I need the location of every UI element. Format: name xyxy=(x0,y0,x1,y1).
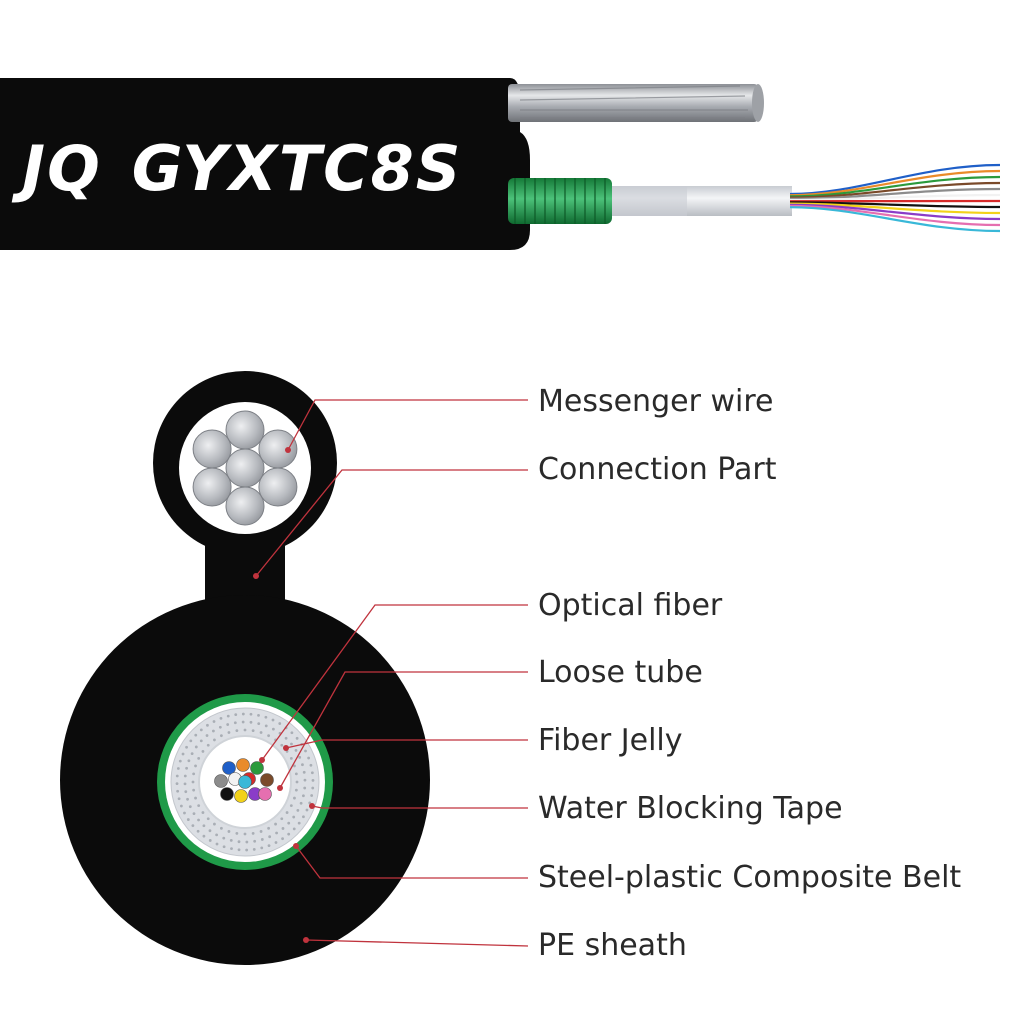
messenger-strand xyxy=(225,410,265,450)
fiber-strand-side xyxy=(789,163,1001,196)
label-messenger-wire: Messenger wire xyxy=(538,384,774,419)
fiber-core xyxy=(250,761,264,775)
label-optical-fiber: Optical fiber xyxy=(538,588,723,623)
fiber-core xyxy=(238,775,252,789)
messenger-strand xyxy=(192,429,232,469)
fiber-core xyxy=(234,789,248,803)
fiber-core xyxy=(236,758,250,772)
messenger-wire-side xyxy=(508,84,764,122)
fiber-strand-side xyxy=(789,204,1001,227)
messenger-strand xyxy=(225,448,265,488)
composite-belt-texture xyxy=(175,712,315,852)
water-blocking-tape-side xyxy=(508,178,612,224)
leader-fiber-jelly xyxy=(285,739,528,749)
label-fiber-jelly: Fiber Jelly xyxy=(538,723,683,758)
fiber-core xyxy=(260,773,274,787)
fiber-strand-side xyxy=(789,181,1001,199)
fiber-core xyxy=(258,787,272,801)
leader-water-blocking-tape xyxy=(311,805,528,809)
fiber-strand-side xyxy=(789,203,1001,221)
label-water-blocking-tape: Water Blocking Tape xyxy=(538,791,843,826)
sheath-body xyxy=(0,78,530,250)
messenger-strand xyxy=(225,486,265,526)
leader-connection-part xyxy=(255,469,528,577)
label-composite-belt: Steel-plastic Composite Belt xyxy=(538,860,962,895)
leader-lines xyxy=(255,399,529,947)
leader-optical-fiber xyxy=(261,604,528,761)
label-pe-sheath: PE sheath xyxy=(538,928,687,963)
leader-dots xyxy=(253,447,315,943)
fiber-strand-side xyxy=(789,175,1001,198)
messenger-wire-strands xyxy=(192,410,298,526)
fiber-strand-side xyxy=(789,206,1001,233)
loose-tube-side xyxy=(612,186,792,216)
messenger-strand xyxy=(258,467,298,507)
messenger-strand xyxy=(258,429,298,469)
fiber-core xyxy=(220,787,234,801)
cable-cross-section xyxy=(60,371,430,965)
leader-loose-tube xyxy=(279,671,528,789)
leader-messenger-wire xyxy=(287,399,528,451)
label-loose-tube: Loose tube xyxy=(538,655,703,690)
fiber-strand-side xyxy=(789,201,1001,209)
fiber-strand-side xyxy=(789,169,1001,197)
brand-prefix: JQ xyxy=(22,132,102,205)
brand-model: GYXTC8S xyxy=(131,132,463,205)
fiber-strand-side xyxy=(789,193,1001,202)
fiber-strand-side xyxy=(789,202,1001,215)
cable-side-view xyxy=(0,78,1001,250)
label-connection-part: Connection Part xyxy=(538,452,777,487)
messenger-strand xyxy=(192,467,232,507)
leader-composite-belt xyxy=(295,845,528,879)
fiber-core xyxy=(214,774,228,788)
fiber-core xyxy=(222,761,236,775)
leader-pe-sheath xyxy=(305,939,529,947)
optical-fibers-side xyxy=(789,163,1001,233)
fiber-strand-side xyxy=(789,187,1001,200)
optical-fiber-bundle xyxy=(214,758,274,803)
